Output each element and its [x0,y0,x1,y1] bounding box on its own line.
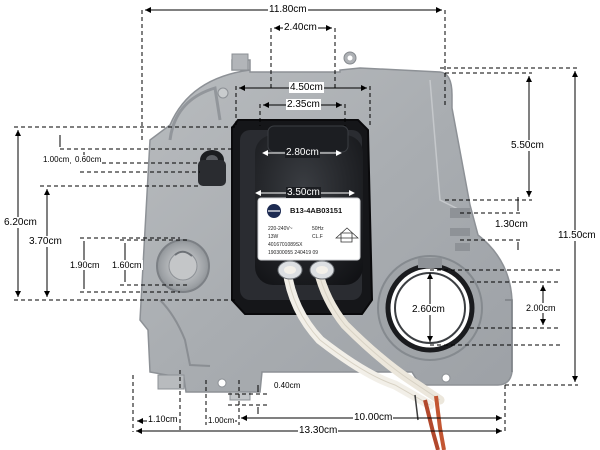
dim-10-00: 10.00cm [353,412,394,423]
dim-1-90: 1.90cm [69,260,101,270]
dim-13-30: 13.30cm [298,425,339,436]
pump-voltage: 220-240V~ [268,226,293,232]
pump-date: 190300055 240419 09 [268,250,319,256]
rating-sticker [257,197,361,261]
pump-model: B13-4AB03151 [290,206,343,215]
pump-frequency: 50Hz [312,226,324,232]
dim-2-40: 2.40cm [283,22,318,33]
dim-2-80: 2.80cm [285,147,320,158]
dim-0-60: 0.60cm [74,155,103,164]
dim-11-80: 11.80cm [268,4,308,15]
dim-3-70: 3.70cm [28,236,63,247]
dim-1-00-vertical: 1.00cm [42,155,71,164]
dim-2-00: 2.00cm [525,303,557,313]
dim-1-30: 1.30cm [494,219,529,230]
dim-3-50: 3.50cm [286,187,321,198]
dim-2-60: 2.60cm [411,304,446,315]
dim-2-35: 2.35cm [286,99,321,110]
dim-11-50: 11.50cm [557,230,597,241]
dim-1-10: 1.10cm [147,414,179,424]
dim-4-50: 4.50cm [289,82,324,93]
pump-serial: 4016701089SX [268,242,303,248]
dim-1-60: 1.60cm [111,260,143,270]
dim-0-40: 0.40cm [273,381,302,390]
dim-1-00-horizontal: 1.00cm [207,416,236,425]
dim-6-20: 6.20cm [3,217,38,228]
dim-5-50: 5.50cm [510,140,545,151]
pump-class: CL.F [312,234,323,240]
pump-power: 13W [268,234,279,240]
